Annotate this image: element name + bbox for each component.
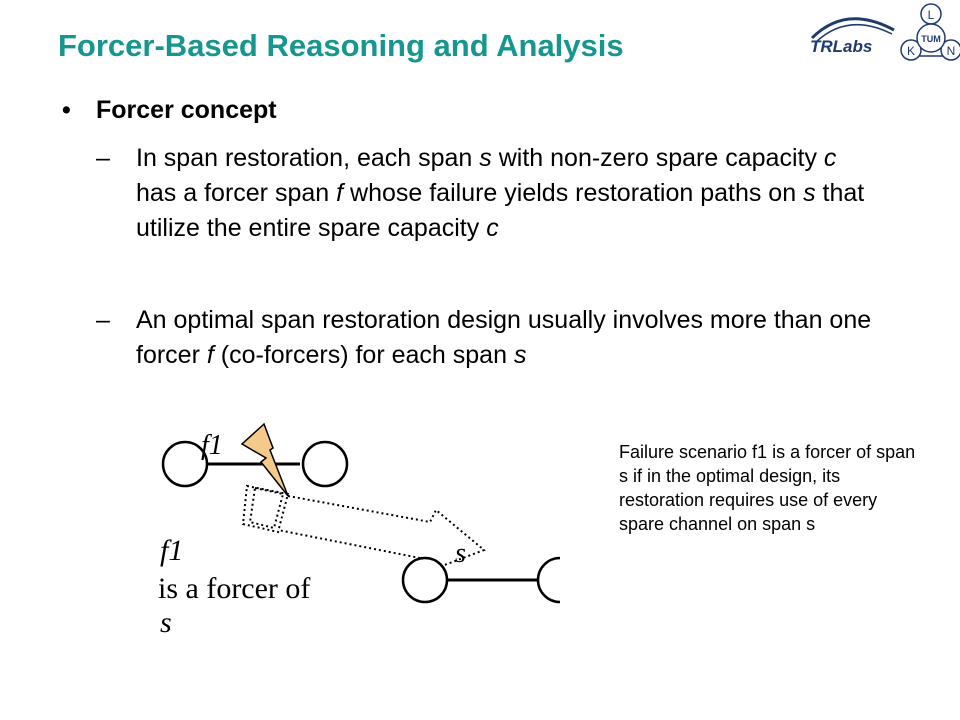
bullet-label: Forcer concept (96, 96, 277, 124)
subpoint-text: In span restoration, each span s with no… (136, 144, 872, 242)
lightning-bolt-icon (240, 422, 289, 497)
label-f1-top: f1 (201, 430, 223, 461)
subpoint-span-restoration: – In span restoration, each span s with … (96, 141, 876, 246)
logo-letter-k: K (907, 44, 915, 58)
statement-is-a-forcer-of: is a forcer of (158, 572, 310, 605)
span-f1 (161, 440, 349, 488)
statement-s: s (160, 606, 172, 639)
diagram-caption: Failure scenario f1 is a forcer of span … (619, 442, 916, 534)
subpoint-text: An optimal span restoration design usual… (136, 306, 879, 369)
logo-tum-mark: TUM (921, 34, 941, 44)
span-s (401, 556, 560, 604)
restoration-path-arrow (241, 484, 486, 574)
trlabs-logo-text: TRLabs (810, 37, 872, 56)
lkn-logo: L K N TUM (900, 3, 960, 61)
subpoint-marker: – (96, 306, 110, 334)
logo-letter-n: N (947, 44, 956, 58)
trlabs-lkn-logo: TRLabs L K N TUM (810, 3, 960, 61)
forcer-diagram: f1 s f1 is a forcer of s (158, 422, 560, 639)
label-s: s (455, 538, 466, 569)
subpoint-optimal-design: – An optimal span restoration design usu… (96, 303, 876, 373)
statement-f1: f1 (160, 534, 183, 567)
bullet-marker: • (62, 96, 71, 124)
trlabs-logo-mark: TRLabs (810, 17, 895, 56)
slide-title: Forcer-Based Reasoning and Analysis (58, 28, 624, 63)
subpoint-marker: – (96, 144, 110, 172)
logo-letter-l: L (928, 8, 935, 22)
